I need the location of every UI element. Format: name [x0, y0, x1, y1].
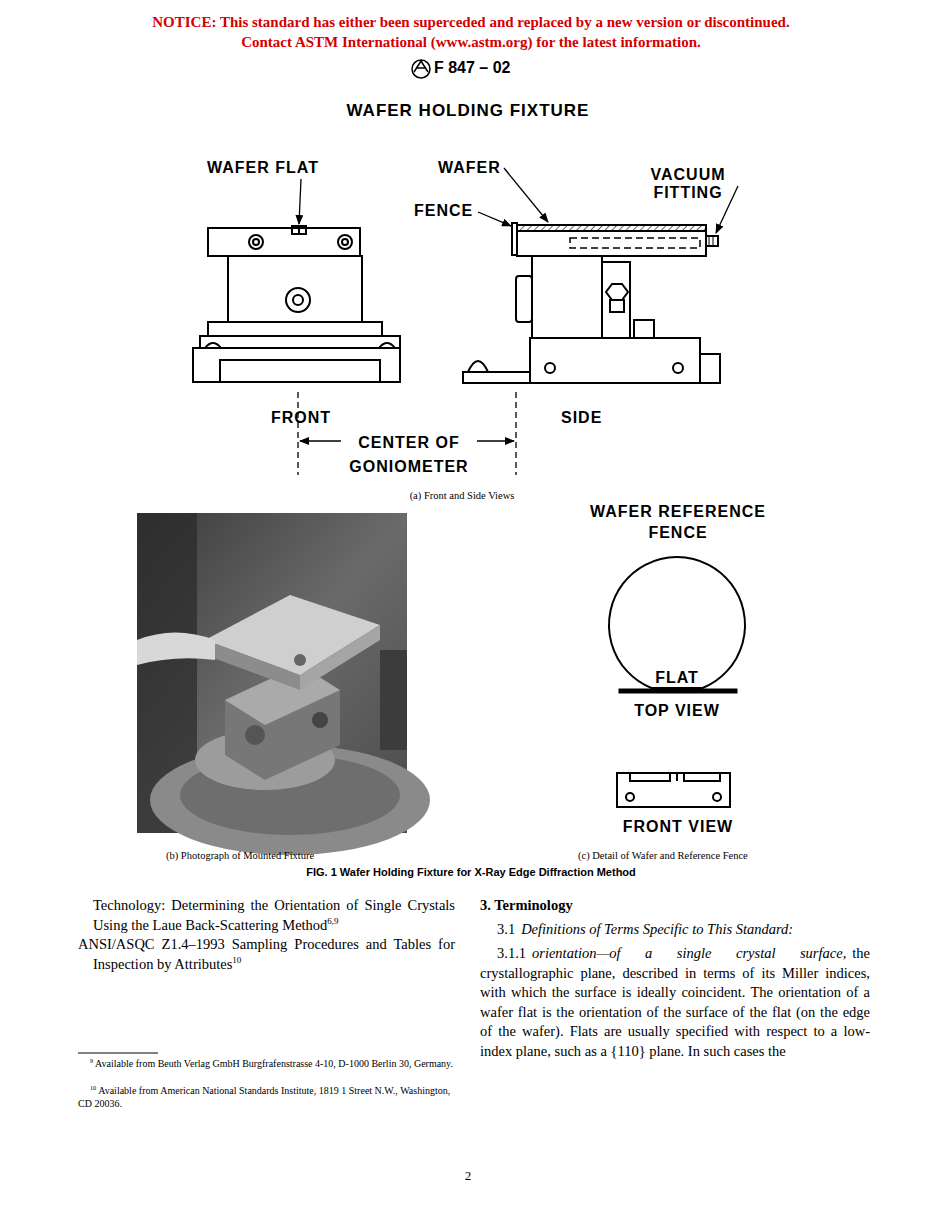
text-group: WAFER HOLDING FIXTURE: [0, 101, 936, 121]
text-group: 9Available from Beuth Verlag GmbH Burgfr…: [78, 1058, 455, 1071]
wafer-detail: [609, 557, 745, 807]
text-group: Technology: Determining the Orientation …: [93, 896, 455, 935]
text-group: (a) Front and Side Views: [0, 489, 924, 502]
section-heading: 3. Terminology: [480, 896, 870, 916]
text-group: 3.1.1 orientation—of a single crystal sur…: [480, 944, 870, 1061]
page-number: 2: [0, 1168, 936, 1184]
part-label: WAFER: [438, 158, 501, 177]
subfigure-caption: (b) Photograph of Mounted Fixture: [166, 849, 314, 862]
defined-term: orientation—of a single crystal surface,: [532, 945, 846, 961]
section-number: 3.1.1: [497, 945, 526, 961]
reference-text: ANSI/ASQC Z1.4–1993 Sampling Procedures …: [78, 936, 455, 972]
text-group: WAFER FLAT: [207, 158, 319, 177]
view-label: SIDE: [561, 408, 602, 427]
footnote-mark: 10: [90, 1084, 96, 1091]
notice-text: Contact ASTM International (www.astm.org…: [0, 32, 946, 52]
text-group: FRONT VIEW: [598, 816, 758, 837]
text-group: TOP VIEW: [602, 700, 752, 721]
footnote-mark: 9: [90, 1057, 93, 1064]
notice-text: NOTICE: This standard has either been su…: [0, 12, 946, 32]
footnote-mark: 10: [232, 955, 241, 965]
text-group: 3. Terminology: [480, 896, 870, 916]
section-number: 3.1: [497, 921, 515, 937]
text-group: FIG. 1 Wafer Holding Fixture for X-Ray E…: [0, 866, 946, 878]
dimension-label: CENTER OF GONIOMETER: [344, 431, 474, 479]
footnote-text: Available from American National Standar…: [78, 1085, 450, 1109]
text-group: (c) Detail of Wafer and Reference Fence: [578, 849, 748, 862]
part-label: WAFER FLAT: [207, 158, 319, 177]
front-view: [193, 226, 400, 382]
footnote-rule: [78, 1053, 158, 1054]
text-group: CENTER OF GONIOMETER: [344, 431, 474, 479]
view-label: FRONT: [271, 408, 331, 427]
footnote-text: Available from Beuth Verlag GmbH Burgfra…: [95, 1058, 453, 1069]
side-view: [463, 223, 720, 383]
text-group: ANSI/ASQC Z1.4–1993 Sampling Procedures …: [78, 935, 455, 974]
fixture-photograph: [137, 513, 430, 855]
standard-designation: F 847 – 02: [434, 59, 511, 77]
text-group: WAFER: [438, 158, 501, 177]
figure-title: WAFER HOLDING FIXTURE: [0, 101, 936, 121]
text-group: FENCE: [414, 201, 473, 220]
astm-logo: [412, 60, 430, 78]
text-group: 3.1 Definitions of Terms Specific to This…: [480, 920, 870, 940]
definition-text: the crystallographic plane, described in…: [480, 945, 870, 1059]
text-group: F 847 – 02: [434, 59, 511, 77]
part-label: FLAT: [632, 667, 722, 688]
leader-lines: [298, 168, 738, 475]
part-label: FENCE: [414, 201, 473, 220]
text-group: FLAT: [632, 667, 722, 688]
text-group: NOTICE: This standard has either been su…: [0, 12, 946, 52]
reference-text: Technology: Determining the Orientation …: [93, 897, 455, 933]
text-group: SIDE: [561, 408, 602, 427]
text-group: VACUUM FITTING: [636, 166, 740, 202]
text-group: (b) Photograph of Mounted Fixture: [166, 849, 314, 862]
text-group: WAFER REFERENCE FENCE: [576, 501, 780, 543]
text-group: 2: [0, 1168, 936, 1184]
text-group: FRONT: [271, 408, 331, 427]
view-label: FRONT VIEW: [598, 816, 758, 837]
part-label: VACUUM FITTING: [636, 166, 740, 202]
footnote-mark: 6,9: [327, 916, 338, 926]
view-label: TOP VIEW: [602, 700, 752, 721]
figure-caption: FIG. 1 Wafer Holding Fixture for X-Ray E…: [0, 866, 946, 878]
subfigure-caption: (a) Front and Side Views: [0, 489, 924, 502]
part-label: WAFER REFERENCE FENCE: [576, 501, 780, 543]
subfigure-caption: (c) Detail of Wafer and Reference Fence: [578, 849, 748, 862]
subsection-title: Definitions of Terms Specific to This St…: [521, 921, 793, 937]
text-group: 10Available from American National Stand…: [78, 1085, 455, 1110]
